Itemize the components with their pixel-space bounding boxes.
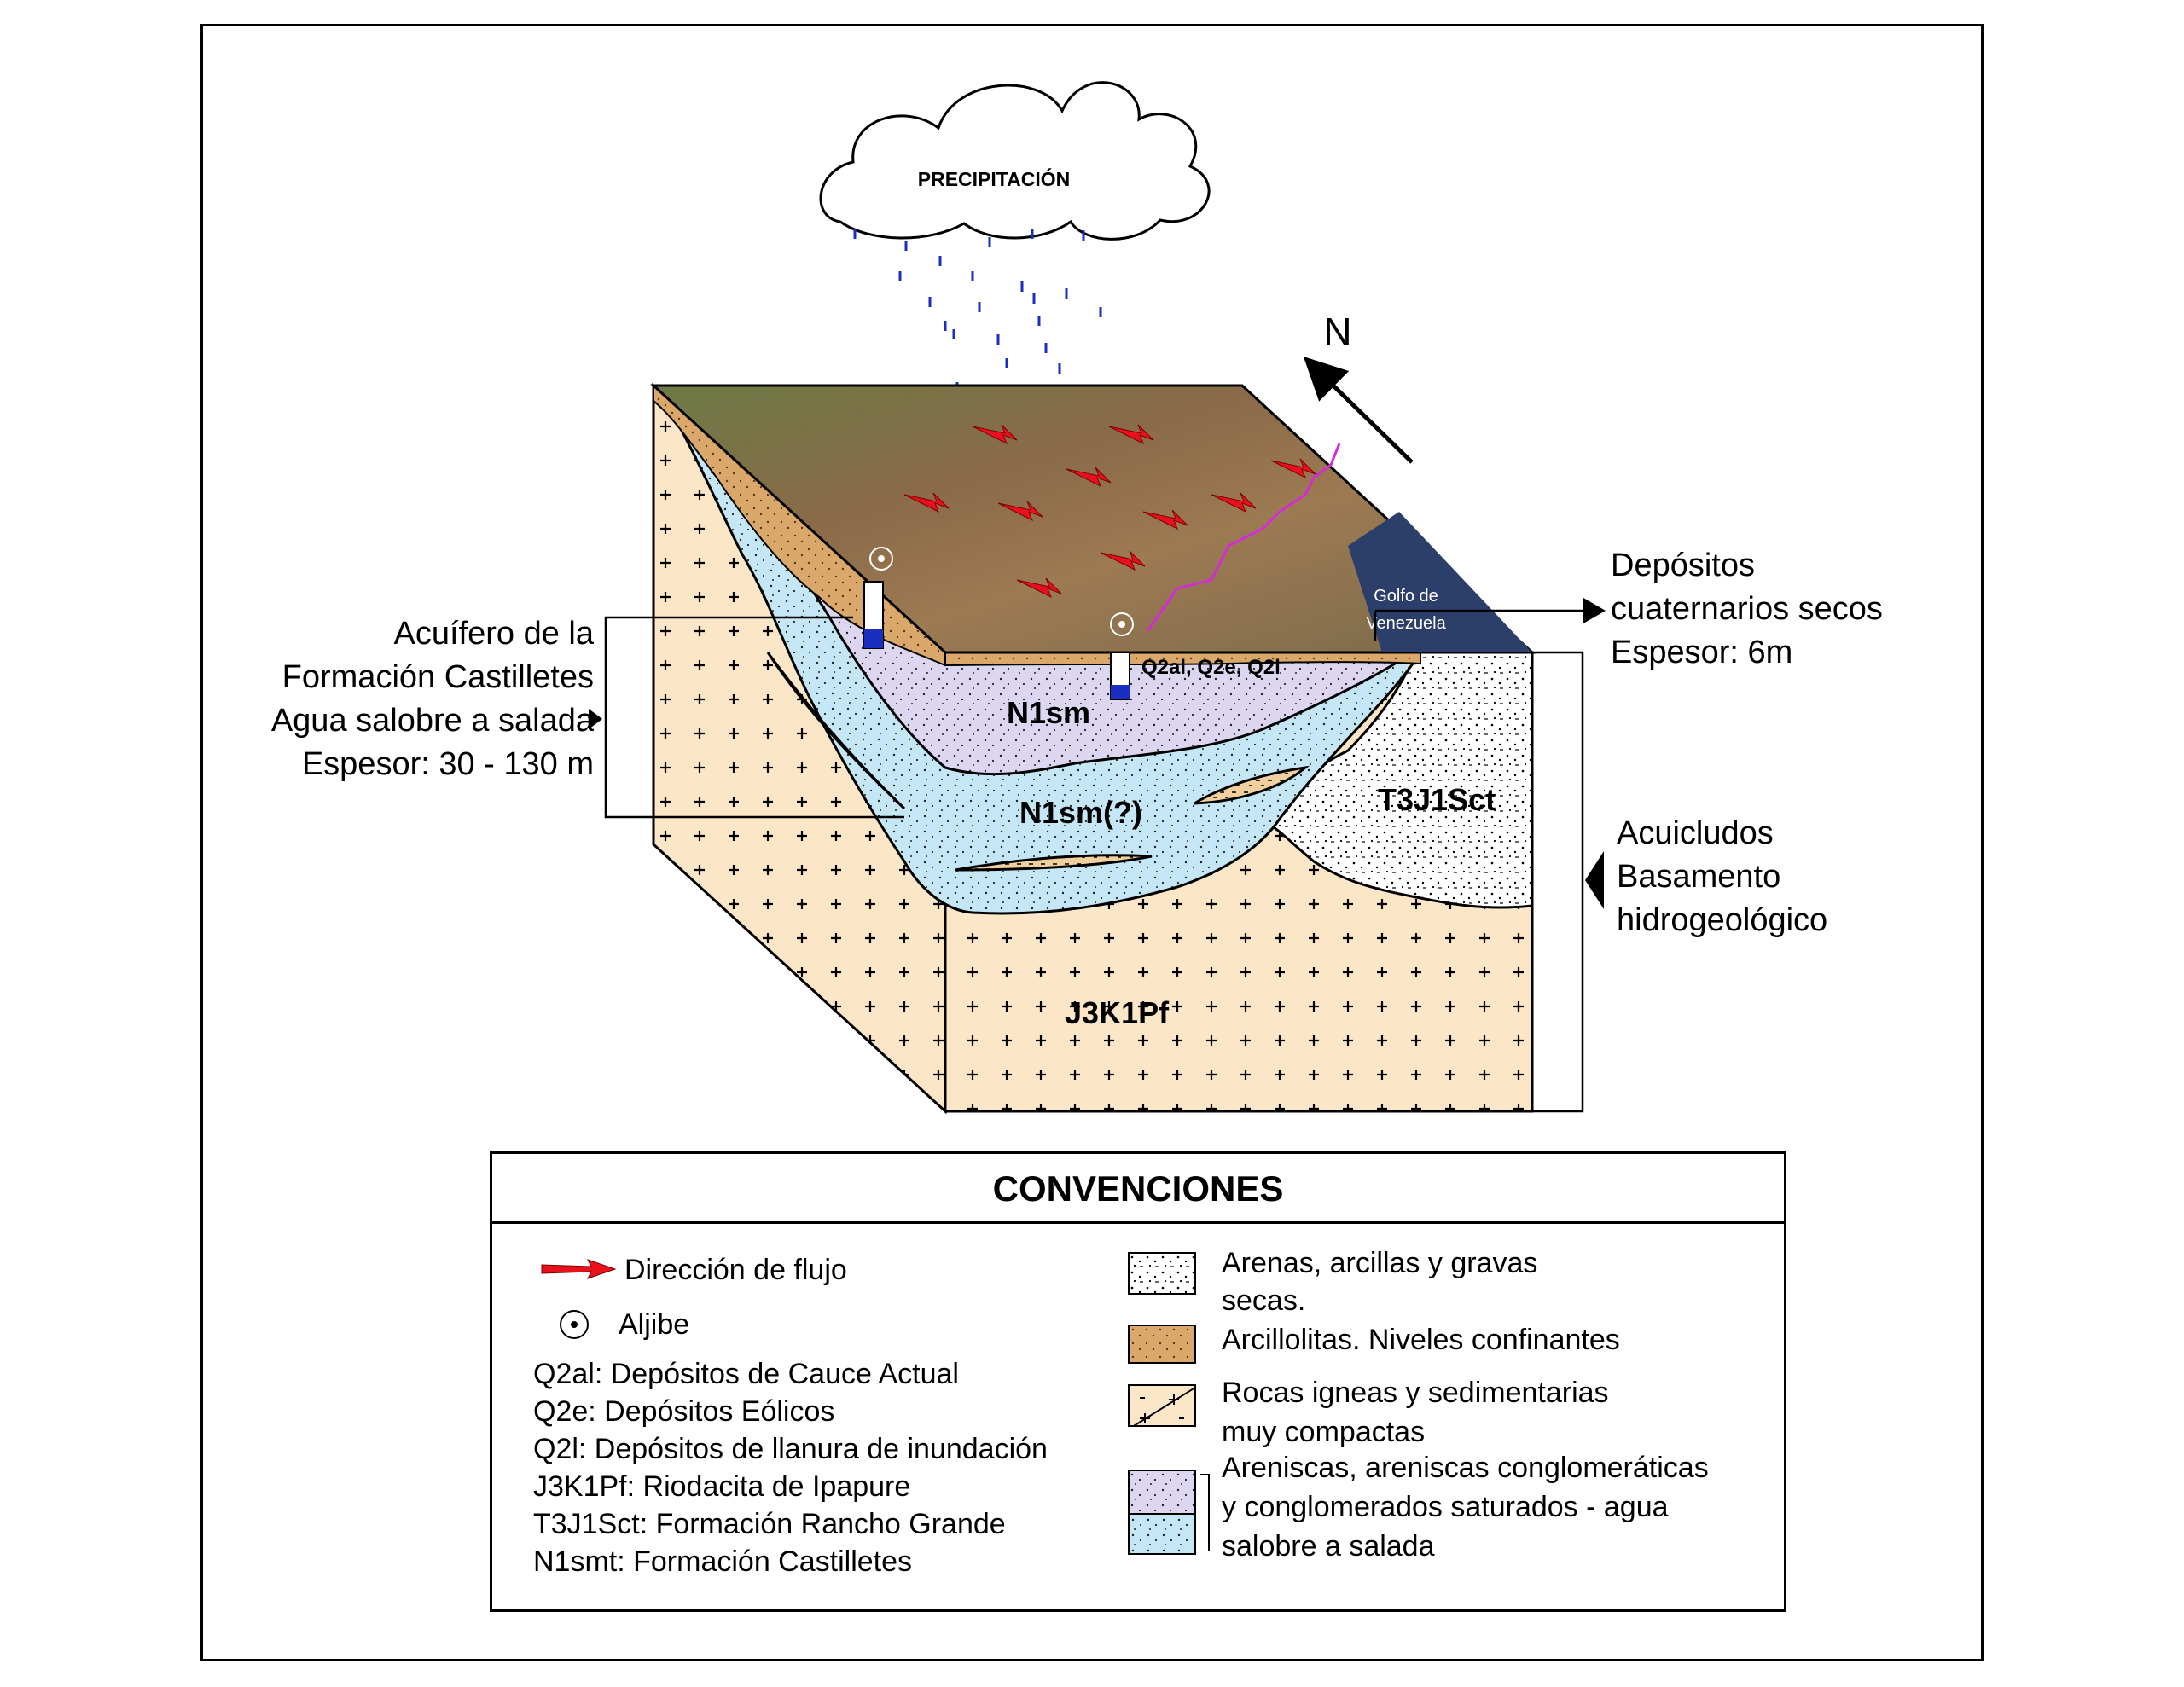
unit-t3j1sct: T3J1Sct — [1378, 782, 1496, 817]
callout-line: Formación Castilletes — [282, 659, 594, 695]
callout-line: Depósitos — [1611, 548, 1755, 583]
aquicludes-callout: Acuicludos Basamento hidrogeológico — [1617, 812, 1924, 942]
legend-dry-line: Arenas, arcillas y gravas — [1222, 1247, 1538, 1279]
swatch-saturated — [1128, 1470, 1196, 1555]
north-arrow — [1303, 357, 1414, 464]
aquifer-callout: Acuífero de la Formación Castilletes Agu… — [188, 612, 594, 786]
lens — [955, 854, 1153, 872]
clay-layer-front — [944, 652, 1421, 667]
unit-quaternary: Q2al, Q2e, Q2l — [1141, 656, 1281, 679]
precipitation-label: PRECIPITACIÓN — [918, 167, 1070, 190]
legend-code: Q2al: Depósitos de Cauce Actual — [533, 1358, 959, 1390]
unit-n1sm-q: N1sm(?) — [1019, 795, 1142, 830]
legend-flow: Dirección de flujo — [624, 1254, 847, 1286]
legend-code: N1smt: Formación Castilletes — [533, 1545, 913, 1578]
swatch-dry-deposits — [1128, 1252, 1196, 1295]
aquicludes-bracket — [1532, 651, 1584, 1113]
legend-saturated-line: Areniscas, areniscas conglomeráticas — [1222, 1452, 1709, 1484]
svg-text:Venezuela: Venezuela — [1366, 614, 1446, 633]
gulf-area — [1348, 512, 1532, 652]
legend: CONVENCIONES Dirección de flujo Aljibe Q… — [490, 1151, 1786, 1612]
deposits-arrowhead — [1583, 598, 1606, 623]
cloud — [819, 81, 1211, 241]
figure-frame — [200, 24, 1984, 1661]
svg-text:Golfo de: Golfo de — [1374, 587, 1438, 606]
callout-line: cuaternarios secos — [1611, 591, 1883, 627]
callout-line: Espesor: 6m — [1611, 635, 1793, 670]
legend-code: Q2l: Depósitos de llanura de inundación — [533, 1433, 1048, 1465]
swatch-rocks — [1128, 1384, 1196, 1427]
legend-clay: Arcillolitas. Niveles confinantes — [1222, 1324, 1620, 1356]
callout-line: Espesor: 30 - 130 m — [301, 746, 594, 782]
deposits-callout: Depósitos cuaternarios secos Espesor: 6m — [1611, 544, 1952, 675]
legend-code: T3J1Sct: Formación Rancho Grande — [533, 1508, 1006, 1540]
lens — [1194, 765, 1310, 805]
well-marker — [869, 547, 1134, 636]
t3j1sct-zone — [1260, 651, 1534, 909]
legend-saturated-line: salobre a salada — [1222, 1530, 1435, 1562]
unit-n1sm: N1sm — [1007, 695, 1090, 730]
flow-arrows — [903, 424, 1316, 599]
callout-line: Agua salobre a salada — [270, 703, 594, 739]
callout-line: Basamento — [1617, 859, 1781, 895]
callout-line: Acuífero de la — [393, 616, 594, 652]
legend-dry-line: secas. — [1222, 1284, 1306, 1317]
aquicludes-pointer — [1585, 851, 1604, 909]
saturated-brace — [1200, 1474, 1210, 1551]
well-icon — [560, 1310, 589, 1339]
callout-line: Acuicludos — [1617, 815, 1774, 851]
well-columns — [863, 581, 1130, 700]
legend-rocks-line: Rocas igneas y sedimentarias — [1222, 1377, 1609, 1409]
gulf-label: Golfo de Venezuela — [1366, 587, 1446, 633]
aquifer-bracket — [604, 616, 904, 819]
callout-line: hidrogeológico — [1617, 902, 1828, 938]
flow-arrow-icon — [541, 1259, 617, 1279]
legend-title: CONVENCIONES — [492, 1154, 1784, 1224]
legend-saturated-line: y conglomerados saturados - agua — [1222, 1491, 1669, 1523]
legend-well: Aljibe — [619, 1308, 690, 1341]
rain — [853, 229, 1102, 399]
boundary-line — [1146, 443, 1341, 632]
lens — [766, 652, 906, 810]
swatch-clay — [1128, 1325, 1196, 1364]
unit-j3k1pf: J3K1Pf — [1065, 995, 1170, 1030]
north-label: N — [1323, 310, 1351, 354]
aquifer-pointer — [589, 709, 602, 729]
legend-code: Q2e: Depósitos Eólicos — [533, 1395, 835, 1428]
legend-rocks-line: muy compactas — [1222, 1416, 1426, 1448]
legend-code: J3K1Pf: Riodacita de Ipapure — [533, 1470, 911, 1503]
